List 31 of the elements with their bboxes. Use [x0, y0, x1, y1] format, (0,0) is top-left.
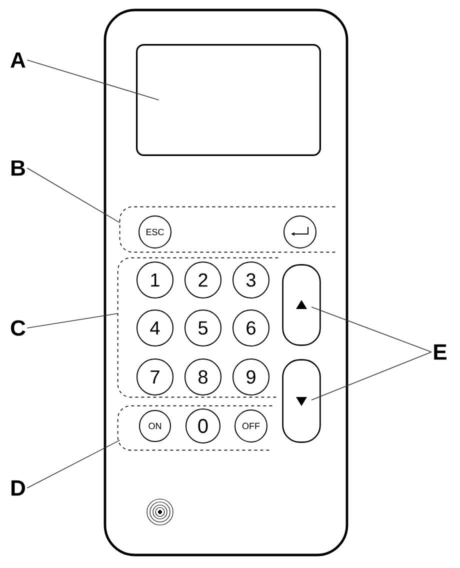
- key-button: 1: [136, 262, 174, 298]
- callout-letter: C: [10, 320, 26, 336]
- arrow-key: [282, 264, 321, 346]
- arrow-key: [282, 359, 321, 443]
- key-button: 7: [136, 358, 174, 396]
- dashed-key-group: [119, 206, 336, 253]
- key-button: 3: [232, 262, 270, 298]
- callout-letter: A: [10, 52, 26, 68]
- leader-line: [26, 440, 120, 488]
- key-button: 0: [186, 408, 220, 444]
- callout-letter: B: [12, 160, 25, 176]
- key-button: ON: [139, 410, 171, 442]
- leader-line: [26, 313, 118, 328]
- key-button: 8: [184, 358, 222, 396]
- leader-line: [311, 306, 432, 352]
- dashed-key-group: [117, 257, 279, 398]
- callout-letter: D: [12, 480, 26, 496]
- callout-letter: E: [434, 344, 446, 360]
- enter-key: [284, 216, 316, 248]
- key-button: 5: [184, 310, 222, 346]
- key-button: 6: [232, 310, 270, 346]
- leader-line: [26, 60, 160, 100]
- key-button: ESC: [138, 216, 172, 248]
- dashed-key-group: [117, 405, 273, 451]
- leader-line: [26, 168, 120, 224]
- key-button: 2: [184, 262, 222, 298]
- key-button: 9: [232, 358, 270, 396]
- leader-line: [311, 352, 432, 400]
- key-button: 4: [136, 310, 174, 346]
- key-button: OFF: [234, 410, 268, 442]
- display-screen: [136, 44, 321, 156]
